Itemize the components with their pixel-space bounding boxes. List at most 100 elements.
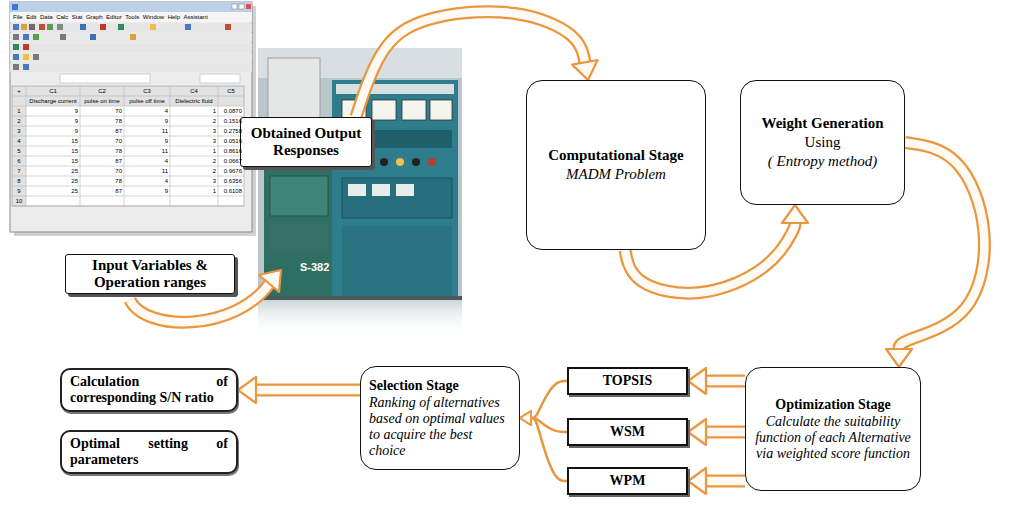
column-header: C1 [26, 86, 80, 96]
cabinet-door [270, 224, 328, 252]
toolbar-icon [33, 54, 39, 60]
floor-line [258, 296, 462, 300]
toolbar-icon [47, 24, 53, 30]
arrow-band [706, 375, 745, 388]
toolbar-icon [90, 34, 96, 40]
panel-top [336, 84, 454, 94]
toolbar-row [10, 63, 252, 72]
process-box: TOPSIS [567, 367, 688, 395]
box-text: ( Entropy method) [749, 153, 896, 170]
toolbar-icon [225, 24, 231, 30]
box-text: WPM [573, 473, 682, 489]
box-heading: Optimization Stage [754, 397, 912, 413]
process-box: Optimal setting of parameters [60, 430, 238, 474]
menu-item: Graph [86, 12, 103, 22]
box-heading: Computational Stage [535, 147, 697, 164]
menu-item: Editor [106, 12, 122, 22]
flow-arrow [688, 468, 745, 494]
toolbar-icon [23, 44, 29, 50]
table-cell: 25 [26, 176, 80, 186]
arrow-band [706, 475, 745, 488]
arrow-head [238, 377, 256, 403]
arrow-head [688, 419, 706, 445]
floor-reflection [258, 300, 462, 336]
column-header: pulse on time [80, 96, 124, 106]
toolbar-icon [23, 34, 29, 40]
box-text: TOPSIS [573, 373, 682, 389]
table-cell: 2 [170, 166, 218, 176]
process-box: Obtained Output Responses [240, 117, 372, 167]
column-header: C4 [170, 86, 218, 96]
table-cell: 4 [12, 136, 26, 146]
toolbar-icon [33, 34, 39, 40]
window-frame [10, 2, 252, 232]
menu-item: Calc [56, 12, 68, 22]
box-text: Calculation of corresponding S/N ratio [70, 374, 228, 405]
panel-meter [430, 100, 452, 120]
menu-item: Tools [125, 12, 139, 22]
arrow-head [520, 411, 531, 425]
table-cell: 78 [80, 176, 124, 186]
spreadsheet-screenshot [10, 2, 256, 236]
table-cell: 1 [170, 186, 218, 196]
table-cell: 78 [80, 146, 124, 156]
toolbar-icon [130, 34, 136, 40]
panel-meter [402, 100, 426, 120]
toolbar-icon [118, 24, 124, 30]
table-cell: 70 [80, 166, 124, 176]
menu-item: Window [143, 12, 164, 22]
arrow-head [520, 411, 531, 425]
toolbar-icon [13, 44, 19, 50]
toolbar-icon [80, 24, 86, 30]
table-cell: 2 [170, 156, 218, 166]
column-header: pulse off time [124, 96, 170, 106]
table-cell: 9 [26, 116, 80, 126]
table-cell: 3 [170, 176, 218, 186]
arrow-head [520, 411, 531, 425]
process-box: WPM [567, 467, 688, 495]
table-cell: 15 [26, 136, 80, 146]
toolbar-icon [23, 54, 29, 60]
window-button [232, 4, 237, 9]
panel-section [342, 178, 452, 218]
table-cell: 0.6108 [218, 186, 244, 196]
machine-label: S-382 [300, 261, 329, 274]
table-cell: 25 [26, 166, 80, 176]
work-tank [270, 176, 328, 216]
table-cell: 87 [80, 156, 124, 166]
title-bar [10, 2, 252, 12]
arrow-band-inner [899, 143, 984, 350]
toolbar-icon [13, 34, 19, 40]
panel-meter [372, 100, 396, 120]
table-cell: 15 [26, 156, 80, 166]
table-cell: 15 [26, 146, 80, 156]
table-cell: 87 [80, 186, 124, 196]
table-cell: 0.2758 [218, 126, 244, 136]
table-cell: 3 [170, 126, 218, 136]
table-cell: 11 [124, 146, 170, 156]
arrow-head [688, 468, 706, 494]
toolbar-icon [21, 24, 27, 30]
table-cell: 0.1516 [218, 116, 244, 126]
table-cell: 4 [124, 176, 170, 186]
panel-display [396, 184, 414, 196]
app-icon [12, 4, 18, 10]
box-text: Ranking of alternatives based on optimal… [369, 395, 511, 458]
table-cell: 11 [124, 166, 170, 176]
box-text: Input Variables & Operation ranges [72, 257, 228, 291]
arrow-head [259, 270, 281, 292]
table-cell: 2 [12, 116, 26, 126]
panel-display [348, 184, 366, 196]
menu-item: File [13, 12, 23, 22]
table-cell: 9 [124, 186, 170, 196]
arrow-head [782, 205, 808, 223]
panel-display [372, 184, 390, 196]
table-cell: 9 [124, 136, 170, 146]
table-cell: 9 [12, 186, 26, 196]
toolbar-icon [57, 24, 63, 30]
table-cell: 9 [124, 116, 170, 126]
table-cell: 0.9676 [218, 166, 244, 176]
flow-arrow [688, 368, 745, 394]
box-text: MADM Problem [535, 166, 697, 183]
arrow-head [886, 349, 912, 367]
